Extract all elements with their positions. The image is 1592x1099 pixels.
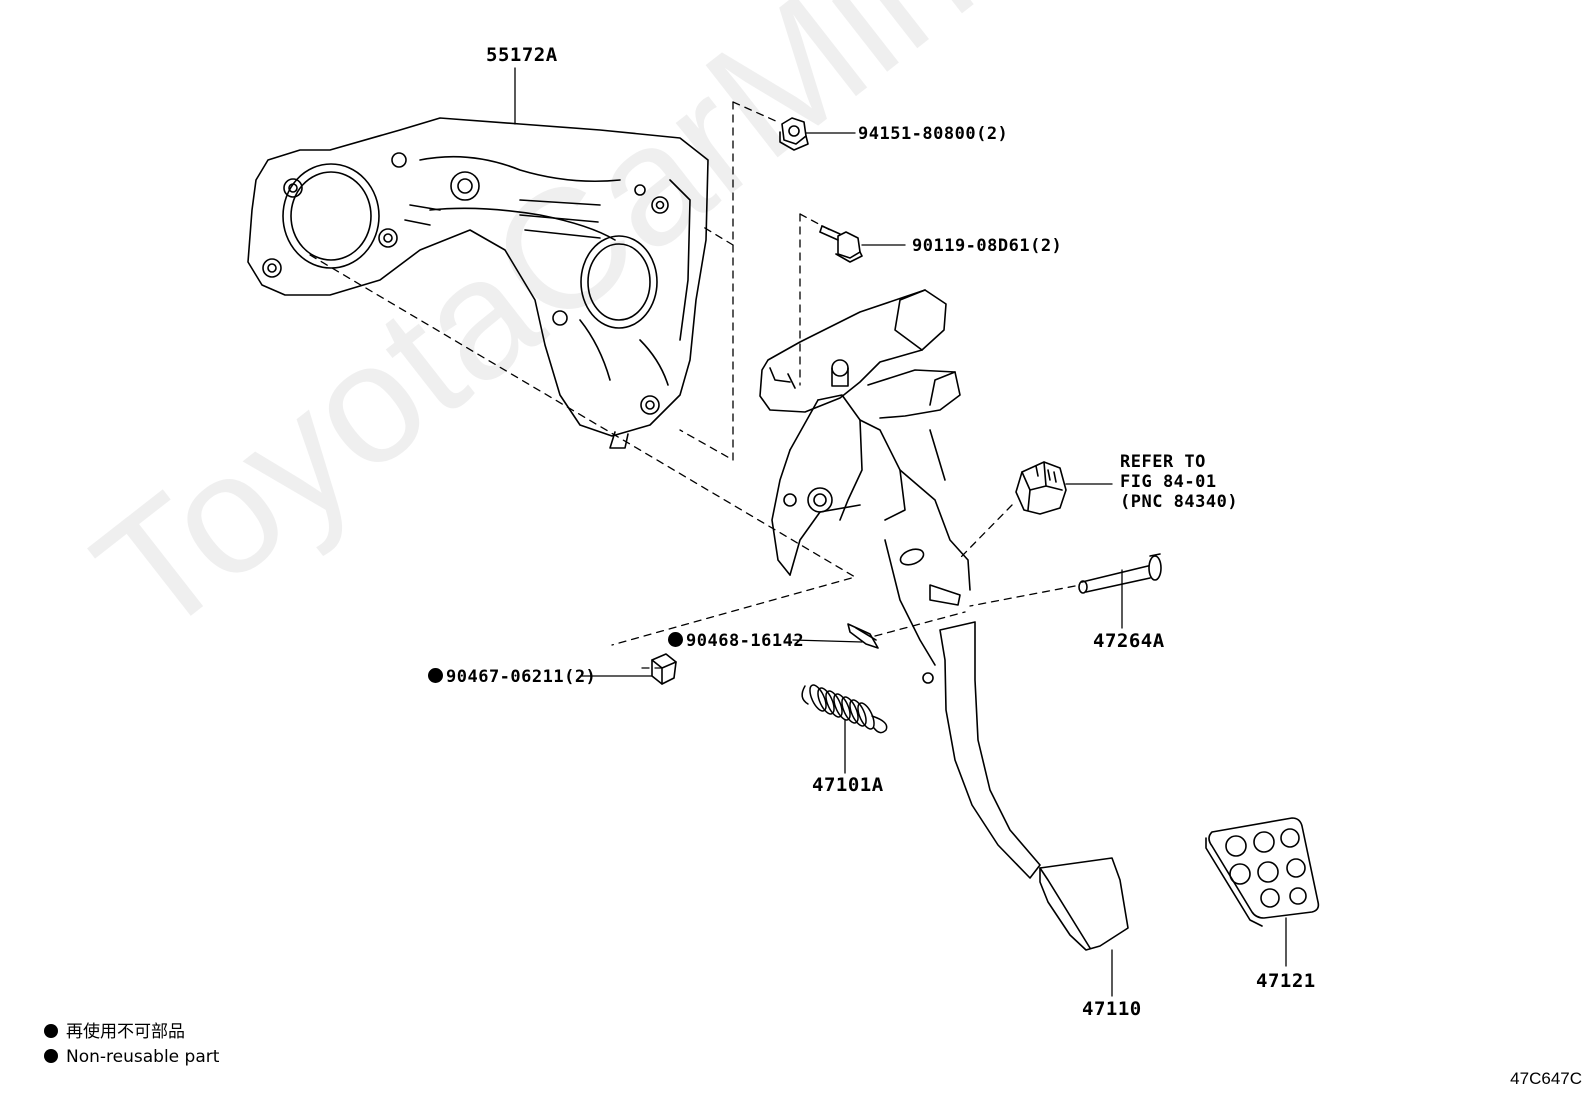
legend-en: Non-reusable part: [44, 1049, 219, 1066]
non-reusable-dot-icon: [44, 1024, 58, 1038]
label-spring-47101a: 47101A: [812, 774, 884, 796]
label-refer-line1: REFER TO: [1120, 452, 1206, 472]
clip-part-number: 90468-16142: [686, 631, 805, 651]
retaining-clip: [847, 623, 879, 649]
label-pedal-47110: 47110: [1082, 998, 1142, 1020]
pedal-cushion: [651, 653, 677, 685]
brake-pedal-arm: [939, 621, 1129, 951]
legend-jp: 再使用不可部品: [44, 1024, 185, 1041]
label-nut-94151: 94151-80800(2): [858, 124, 1009, 144]
label-cushion-90467: 90467-06211(2): [428, 668, 596, 686]
label-clip-90468: 90468-16142: [668, 632, 804, 650]
cushion-part-number: 90467-06211(2): [446, 667, 597, 687]
assembly-dashed-lines: [309, 101, 1076, 669]
legend-en-text: Non-reusable part: [66, 1047, 220, 1067]
label-refer-line3: (PNC 84340): [1120, 492, 1239, 512]
leader-lines: [514, 67, 1287, 997]
label-refer-line2: FIG 84-01: [1120, 472, 1217, 492]
legend-jp-text: 再使用不可部品: [66, 1022, 185, 1042]
flange-nut: [779, 117, 809, 151]
label-pad-47121: 47121: [1256, 970, 1316, 992]
pedal-pad: [1205, 817, 1320, 927]
label-bolt-90119: 90119-08D61(2): [912, 236, 1063, 256]
label-pin-47264a: 47264A: [1093, 630, 1165, 652]
non-reusable-dot-icon: [428, 668, 443, 683]
hex-bolt: [819, 225, 863, 263]
pedal-support-bracket: [247, 117, 709, 449]
stop-lamp-switch: [1015, 461, 1067, 515]
label-support-55172a: 55172A: [486, 44, 558, 66]
figure-code: 47C647C: [1510, 1069, 1582, 1088]
pedal-pin: [1078, 553, 1162, 594]
non-reusable-dot-icon: [668, 632, 683, 647]
pedal-bracket-assembly: [759, 289, 971, 684]
return-spring: [801, 684, 888, 734]
non-reusable-dot-icon: [44, 1049, 58, 1063]
